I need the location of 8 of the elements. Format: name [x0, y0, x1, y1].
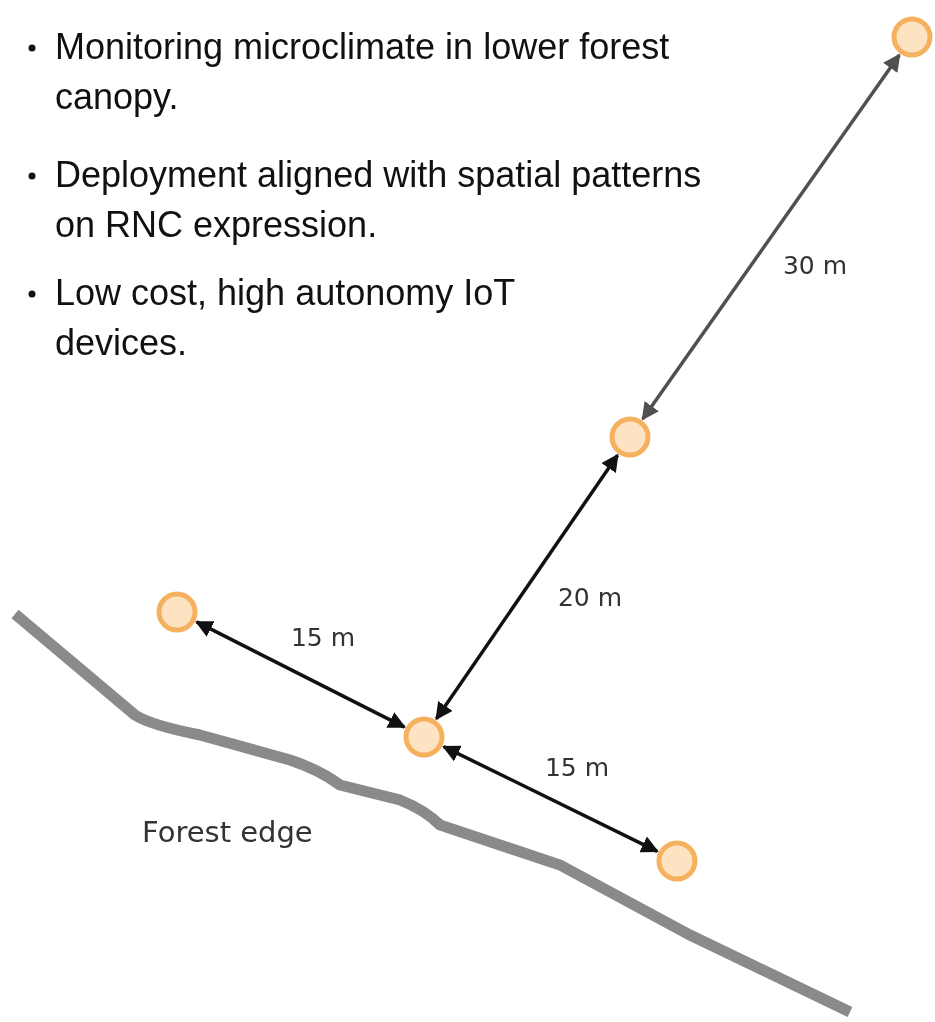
- bullet-text: Monitoring microclimate in lower forest canopy.: [55, 25, 671, 119]
- region-label: Forest edge: [142, 815, 313, 849]
- distance-arrow: [641, 53, 901, 421]
- distance-arrow: [195, 620, 406, 729]
- bullet-text: Deployment aligned with spatial patterns on RNC expression.: [55, 153, 703, 247]
- distance-arrow: [442, 745, 659, 853]
- bullet-text: Low cost, high autonomy IoT devices.: [55, 271, 516, 365]
- distance-arrow: [435, 453, 619, 721]
